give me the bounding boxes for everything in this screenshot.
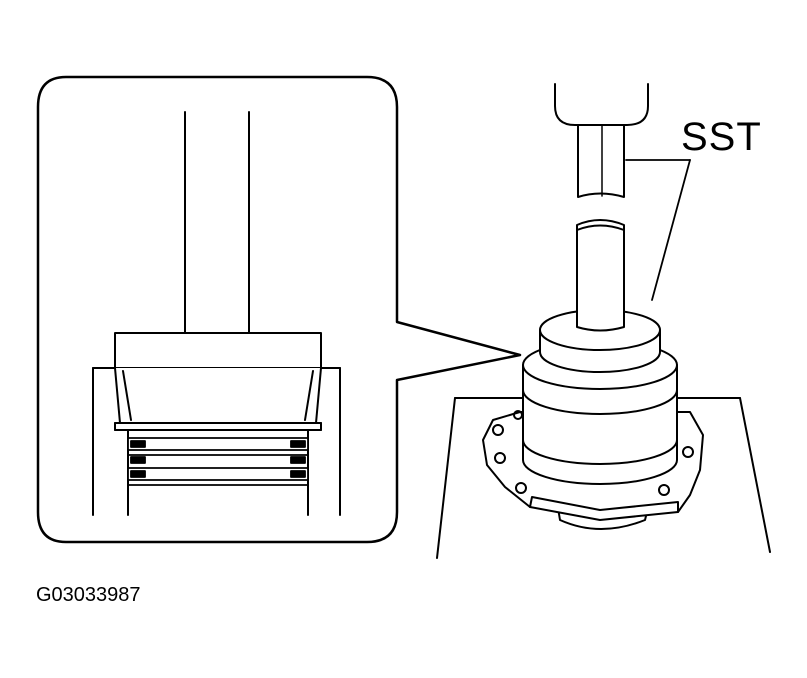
bearing <box>127 437 309 486</box>
bolt-hole <box>515 482 527 494</box>
bolt-hole <box>492 424 504 436</box>
bolt-hole <box>494 452 506 464</box>
bolt-hole <box>658 484 670 496</box>
sst-cylinder <box>522 309 678 485</box>
press-tool <box>114 332 322 431</box>
press-ram <box>554 83 649 126</box>
figure-code: G03033987 <box>36 584 141 606</box>
sst-leader-lines <box>625 159 691 301</box>
sst-shaft-upper <box>577 117 625 198</box>
callout-frame <box>36 75 522 544</box>
sst-label: SST <box>681 115 762 159</box>
press-shaft <box>184 111 250 334</box>
sst-shaft-lower <box>576 219 625 332</box>
main-assembly <box>436 83 771 559</box>
detail-callout <box>36 75 522 544</box>
bolt-hole <box>682 446 694 458</box>
